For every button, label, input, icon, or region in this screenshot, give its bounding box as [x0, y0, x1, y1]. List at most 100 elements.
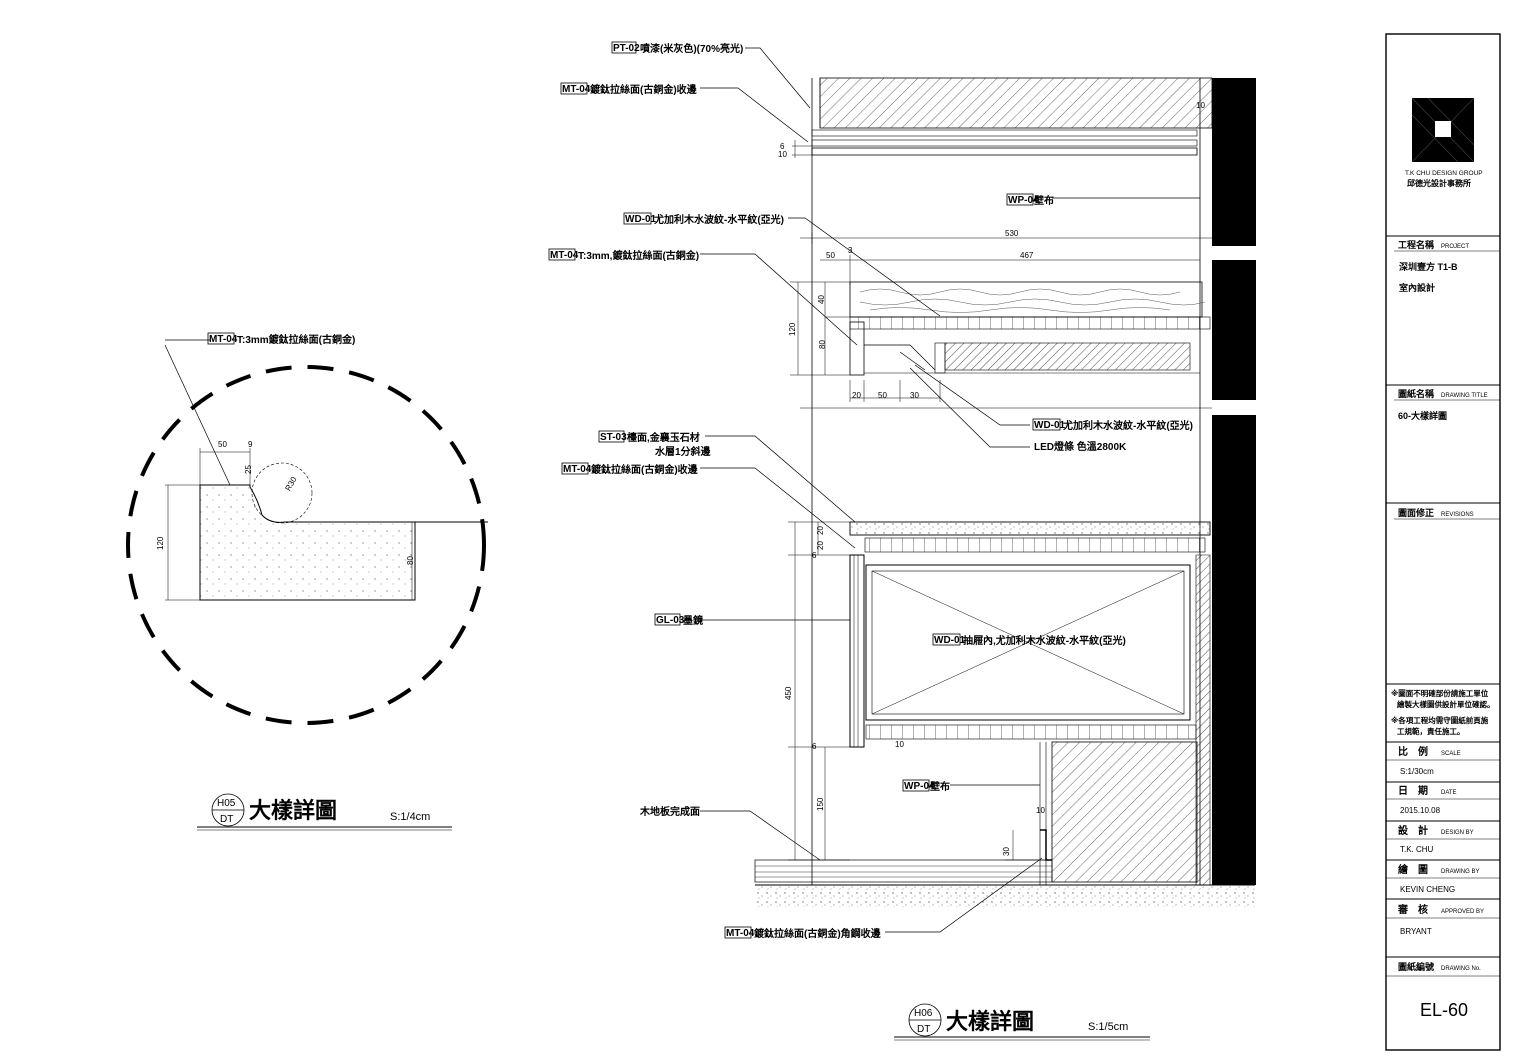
h06-scale: S:1/5cm [1088, 1021, 1128, 1033]
callout-wd01b-code: WD-01 [1034, 420, 1066, 431]
dim-h06-50b: 50 [878, 391, 887, 400]
date-value: 2015.10.08 [1400, 806, 1441, 815]
dim-h06-120: 120 [788, 322, 797, 336]
project-line1: 深圳壹方 T1-B [1399, 261, 1458, 272]
callout-wd01c-code: WD-01 [934, 635, 966, 646]
h05-callout-code: MT-04 [209, 334, 238, 345]
callout-mt04a-text: 鍍鈦拉絲面(古銅金)收邊 [589, 83, 697, 96]
dim-h05-50: 50 [218, 440, 227, 449]
h05-title: 大樣詳圖 [249, 798, 337, 823]
h06-black-wall-lower [1212, 415, 1256, 885]
h06-countertop-stone [849, 521, 1211, 536]
callout-wp04a-code: WP-04 [1008, 195, 1039, 206]
dim-h06-10c: 10 [895, 740, 904, 749]
callout-st03-text: 檯面,金襄玉石材 [626, 431, 700, 444]
dim-h06-6c: 6 [812, 742, 817, 751]
dim-h06-450: 450 [784, 686, 793, 700]
detail-h06: 6 10 10 530 50 3 467 40 120 80 20 50 30 … [548, 41, 1256, 1041]
scale-value: S:1/30cm [1400, 767, 1434, 776]
h06-gravel-base [755, 885, 1255, 907]
callout-pt02-code: PT-02 [613, 43, 640, 54]
revisions-label-en: REVISIONS [1441, 512, 1474, 518]
title-block: T.K CHU DESIGN GROUP 邱德光設計事務所 工程名稱 PROJE… [1385, 33, 1501, 1051]
project-line2: 室內設計 [1399, 282, 1435, 293]
drawing-title-label: 圖紙名稱 [1398, 388, 1434, 399]
note1-line2: 繪製大樣圖供設計單位確認。 [1397, 699, 1495, 709]
dim-h06-10d: 10 [1036, 806, 1045, 815]
note2-line2: 工規範，責任施工。 [1397, 726, 1465, 736]
callout-wd01c-text: 抽屜內,尤加利木水波紋-水平紋(亞光) [963, 634, 1126, 647]
h06-title: 大樣詳圖 [946, 1009, 1034, 1034]
dim-h06-150: 150 [816, 797, 825, 811]
h06-lower-wall-hatch [1051, 741, 1198, 883]
callout-mt04c-code: MT-04 [563, 464, 592, 475]
drawing-title-label-en: DRAWING TITLE [1441, 393, 1488, 399]
callout-st03-text2: 水層1分斜邊 [654, 445, 711, 458]
dim-h06-10b: 10 [1196, 101, 1205, 110]
h06-leader-lines [700, 47, 1200, 933]
design-label-en: DESIGN BY [1441, 830, 1474, 836]
note1-line1: ※圖面不明確部份請施工單位 [1391, 688, 1489, 698]
dim-h06-530: 530 [1005, 229, 1019, 238]
company-name-en: T.K CHU DESIGN GROUP [1405, 170, 1483, 177]
callout-mt04b-code: MT-04 [550, 250, 579, 261]
callout-wp04b-text: 壁布 [930, 780, 950, 793]
callout-wp04b-code: WP-04 [904, 781, 935, 792]
callout-mt04b-text: T:3mm,鍍鈦拉絲面(古銅金) [578, 249, 699, 262]
h06-ceiling-hatch [819, 77, 1213, 129]
dim-h06-20: 20 [852, 391, 861, 400]
drawing-number-value: EL-60 [1420, 1000, 1468, 1020]
drawing-by-value: KEVIN CHENG [1400, 885, 1455, 894]
h06-drawer [865, 564, 1191, 721]
design-value: T.K. CHU [1400, 845, 1434, 854]
drawing-number-label-en: DRAWING No. [1441, 966, 1481, 972]
detail-h05-stone-profile [199, 484, 416, 601]
detail-h05: 50 9 25 R30 120 80 MT-04 T:3mm鍍鈦拉絲面(古銅金)… [126, 332, 488, 831]
dim-h05-9: 9 [248, 440, 253, 449]
callout-wp04a-text: 壁布 [1034, 194, 1054, 207]
approved-label-en: APPROVED BY [1441, 909, 1484, 915]
detail-h05-radius-circle [251, 462, 313, 524]
detail-h05-dashed-circle [126, 365, 486, 725]
dim-h06-467: 467 [1020, 251, 1034, 260]
callout-mt04a-code: MT-04 [562, 84, 591, 95]
dim-h06-6b: 6 [812, 551, 817, 560]
note2-line1: ※各項工程均需守圖紙前頁施 [1391, 715, 1489, 725]
drawing-by-label: 繪 圖 [1398, 863, 1428, 876]
dim-h06-3: 3 [848, 246, 853, 255]
dim-h05-80: 80 [406, 556, 415, 565]
callout-led-text: LED燈條 色溫2800K [1034, 440, 1127, 453]
h05-tag-top: H05 [217, 798, 236, 809]
h06-mirror-panel [849, 554, 865, 748]
approved-value: BRYANT [1400, 927, 1432, 936]
dim-h06-30: 30 [910, 391, 919, 400]
approved-label: 審 核 [1397, 903, 1428, 916]
dim-h06-6: 6 [780, 142, 785, 151]
h06-tag-top: H06 [914, 1008, 933, 1019]
dim-h05-120: 120 [156, 536, 165, 550]
callout-st03-code: ST-03 [600, 432, 627, 443]
callout-mt04d-text: 鍍鈦拉絲面(古銅金)角鋼收邊 [753, 927, 881, 940]
h05-tag-bottom: DT [220, 814, 233, 825]
design-label: 設 計 [1398, 824, 1428, 837]
h06-dimension-lines [788, 140, 1212, 861]
callout-floor-text: 木地板完成面 [639, 805, 700, 818]
h05-scale: S:1/4cm [390, 811, 430, 823]
h06-shelf-base-hatch [944, 342, 1191, 371]
drawing-by-label-en: DRAWING BY [1441, 869, 1479, 875]
project-label-en: PROJECT [1441, 244, 1469, 250]
callout-wd01a-code: WD-01 [625, 214, 657, 225]
company-name-cn: 邱德光設計事務所 [1407, 178, 1471, 188]
dim-h06-50: 50 [826, 251, 835, 260]
dim-h06-20b: 20 [816, 526, 825, 535]
date-label-en: DATE [1441, 790, 1457, 796]
project-label: 工程名稱 [1398, 239, 1434, 250]
dim-h05-25: 25 [244, 465, 253, 474]
callout-gl03-text: 墨鏡 [683, 614, 703, 627]
dim-h06-30b: 30 [1002, 847, 1011, 856]
scale-label-en: SCALE [1441, 751, 1461, 757]
drawing-title-value: 60-大樣詳圖 [1398, 410, 1447, 421]
dim-h06-20c: 20 [816, 541, 825, 550]
h06-tag-bottom: DT [917, 1024, 930, 1035]
